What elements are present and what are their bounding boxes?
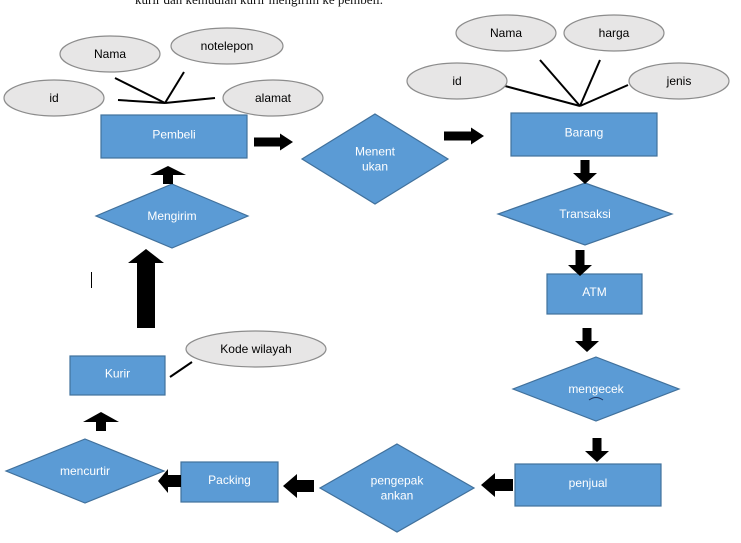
relationship-menentukan-label-line-2: ukan [362, 160, 388, 174]
attr-pembeli-alamat-label: alamat [255, 91, 292, 105]
attr-pembeli-id-ellipse [3, 79, 105, 117]
relationship-menentukan-diamond [300, 113, 450, 205]
connector-barang-jenis [579, 84, 629, 107]
attr-barang-nama-label: Nama [490, 26, 522, 40]
text-cursor [91, 272, 92, 288]
attr-pembeli-id-label: id [49, 91, 58, 105]
connector-pembeli-notelepon [164, 71, 185, 104]
connector-pembeli-id [117, 99, 166, 104]
connector-barang-harga [579, 59, 601, 107]
attr-pembeli-nama-ellipse [59, 35, 161, 73]
header-text: kurir dan kemudian kurir mengirim ke pem… [135, 0, 383, 8]
relationship-mencurtir: mencurtir [4, 438, 166, 504]
attr-barang-jenis-ellipse [628, 62, 730, 100]
attr-barang-id-label: id [452, 74, 461, 88]
attr-pembeli-nama-label: Nama [94, 47, 126, 61]
relationship-mencurtir-diamond [4, 438, 166, 504]
entity-kurir: Kurir [69, 355, 166, 396]
diagram-shapes: Nama notelepon id alamat Nama harga id jenisKod… [3, 14, 730, 533]
attr-pembeli-alamat-ellipse [222, 79, 324, 117]
attr-pembeli-nama: Nama [59, 35, 161, 73]
relationship-pengepakan-label-line-1: pengepak [371, 474, 425, 488]
attr-barang-nama-ellipse [455, 14, 557, 52]
relationship-menentukan-label-line-1: Menent [355, 145, 396, 159]
arrow-pengepakan-to-packing [283, 474, 314, 498]
attr-barang-jenis-label: jenis [666, 74, 692, 88]
entity-kurir-label: Kurir [105, 367, 130, 381]
attr-kurir-kode-wilayah: Kode wilayah [185, 330, 327, 368]
attr-barang-harga-ellipse [563, 14, 665, 52]
relationship-mengirim-label: Mengirim [147, 209, 196, 223]
arrow-kurir-to-mengirim [128, 249, 164, 328]
entity-atm-box [546, 273, 643, 315]
arrow-mengirim-to-pembeli [150, 166, 186, 184]
attr-pembeli-alamat: alamat [222, 79, 324, 117]
entity-pembeli: Pembeli [100, 114, 248, 159]
attr-pembeli-id: id [3, 79, 105, 117]
relationship-mengecek-label: mengecek [568, 382, 624, 396]
relationship-mengirim: Mengirim [94, 183, 250, 249]
arrow-transaksi-to-atm [568, 250, 592, 276]
arrow-packing-to-mencurtir [158, 469, 181, 493]
relationship-transaksi-label: Transaksi [559, 207, 611, 221]
attr-kurir-kode-wilayah-label: Kode wilayah [220, 342, 291, 356]
connector-pembeli-alamat [164, 97, 216, 104]
arrow-mencurtir-to-kurir [83, 412, 119, 431]
entity-pembeli-box [100, 114, 248, 159]
entity-pembeli-label: Pembeli [152, 128, 195, 142]
entity-atm: ATM [546, 273, 643, 315]
arrow-barang-to-transaksi [573, 160, 597, 184]
entity-penjual-box [514, 463, 662, 507]
entity-penjual-label: penjual [569, 476, 608, 490]
entity-barang-box [510, 112, 658, 157]
entity-packing-box [180, 461, 279, 503]
relationship-pengepakan-label-line-2: ankan [381, 489, 414, 503]
arrow-atm-to-mengecek [575, 328, 599, 352]
flow-arrows [83, 127, 609, 498]
attr-pembeli-notelepon-label: notelepon [201, 39, 254, 53]
relationship-pengepakan-diamond [318, 443, 476, 533]
arrow-mengecek-to-penjual [585, 438, 609, 462]
connector-barang-nama [539, 59, 581, 107]
attr-barang-nama: Nama [455, 14, 557, 52]
attr-pembeli-notelepon-ellipse [170, 27, 284, 65]
connector-kurir-kodewilayah [169, 361, 193, 378]
arrow-menentukan-to-barang [444, 127, 484, 145]
entity-packing-label: Packing [208, 473, 251, 487]
entity-penjual: penjual [514, 463, 662, 507]
relationship-mengirim-diamond [94, 183, 250, 249]
attr-kurir-kode-wilayah-ellipse [185, 330, 327, 368]
attr-pembeli-notelepon: notelepon [170, 27, 284, 65]
entity-kurir-box [69, 355, 166, 396]
arrow-penjual-to-pengepakan [481, 473, 513, 497]
connector-pembeli-nama [114, 77, 166, 104]
attr-barang-harga: harga [563, 14, 665, 52]
entity-packing: Packing [180, 461, 279, 503]
attr-barang-id-ellipse [406, 62, 508, 100]
attr-barang-id: id [406, 62, 508, 100]
relationship-mengecek-diamond [511, 356, 681, 422]
entity-barang: Barang [510, 112, 658, 157]
relationship-mengecek: mengecek [511, 356, 681, 422]
entity-barang-label: Barang [565, 126, 604, 140]
entity-atm-label: ATM [582, 285, 606, 299]
relationship-mencurtir-label: mencurtir [60, 464, 110, 478]
attr-barang-jenis: jenis [628, 62, 730, 100]
relationship-transaksi-diamond [496, 182, 674, 246]
arrow-pembeli-to-menentukan [254, 133, 293, 151]
relationship-transaksi: Transaksi [496, 182, 674, 246]
connector-lines [114, 59, 629, 378]
attr-barang-harga-label: harga [599, 26, 630, 40]
mengecek-squiggle [588, 397, 604, 401]
